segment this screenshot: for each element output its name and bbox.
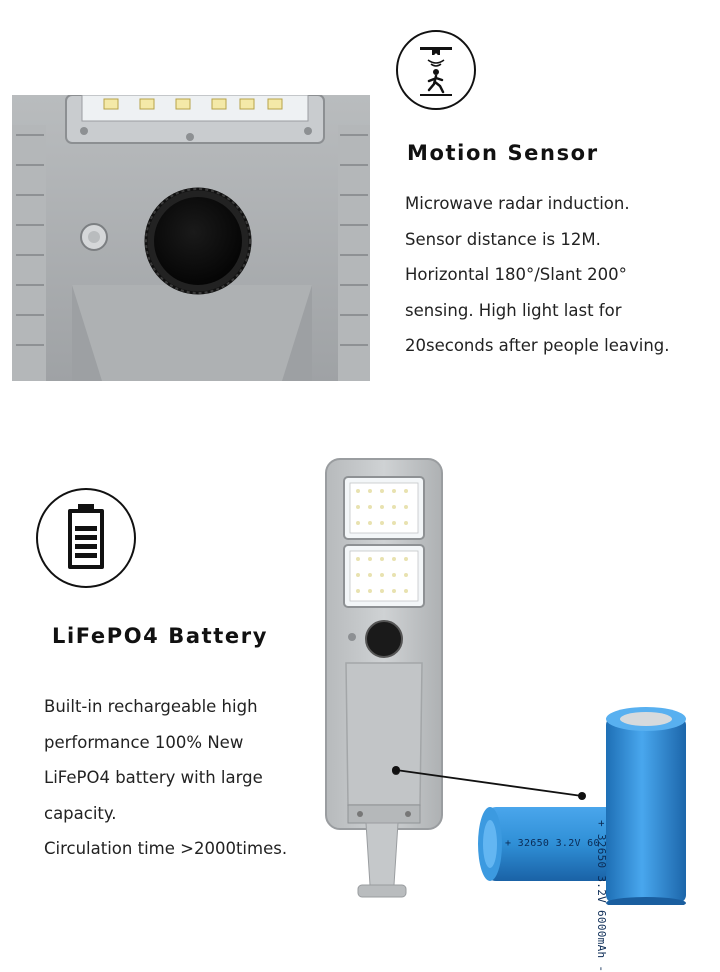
battery-line-5: Circulation time >2000times. [44, 839, 288, 858]
battery-title: LiFePO4 Battery [52, 624, 269, 648]
motion-sensor-title: Motion Sensor [407, 141, 599, 165]
lying-cell-label: + 32650 3.2V 60 [505, 838, 600, 849]
battery-cells-image [478, 707, 686, 905]
motion-sensor-icon [396, 30, 476, 110]
battery-icon [36, 488, 136, 588]
battery-line-4: capacity. [44, 803, 117, 823]
motion-line-5: 20seconds after people leaving. [405, 336, 670, 355]
battery-description: Built-in rechargeable high performance 1… [44, 689, 287, 867]
motion-line-3: Horizontal 180°/Slant 200° [405, 265, 627, 284]
motion-line-2: Sensor distance is 12M. [405, 229, 601, 249]
battery-line-1: Built-in rechargeable high [44, 697, 258, 716]
motion-line-4: sensing. High light last for [405, 300, 622, 320]
motion-line-1: Microwave radar induction. [405, 194, 630, 213]
callout-line [392, 766, 586, 800]
street-light-image [325, 458, 443, 898]
motion-sensor-description: Microwave radar induction. Sensor distan… [405, 186, 670, 364]
battery-line-2: performance 100% New [44, 732, 244, 752]
motion-sensor-photo [12, 95, 370, 381]
battery-line-3: LiFePO4 battery with large [44, 768, 263, 787]
